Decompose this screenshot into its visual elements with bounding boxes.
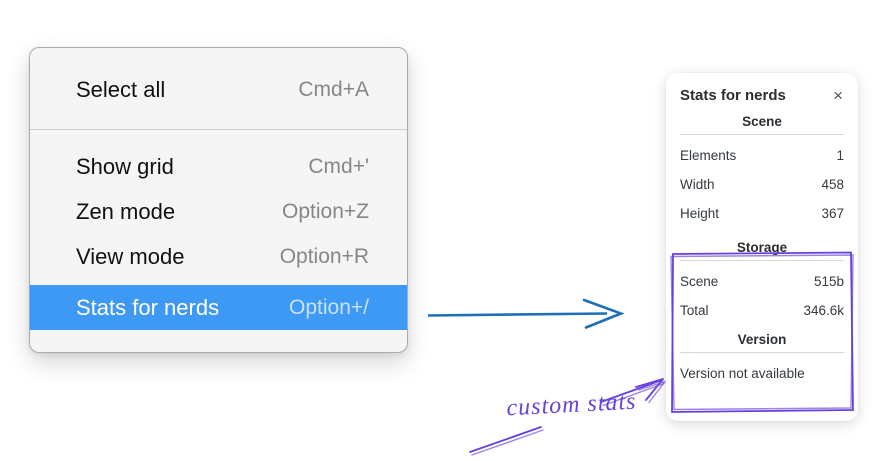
section-divider: [680, 260, 844, 261]
section-divider: [680, 134, 844, 135]
stat-row-total-storage: Total 346.6k: [679, 296, 845, 325]
stat-row-scene-storage: Scene 515b: [679, 267, 845, 296]
stat-row-height: Height 367: [679, 199, 845, 228]
custom-stats-label[interactable]: custom stats: [505, 388, 638, 422]
section-divider: [680, 352, 844, 353]
menu-item-stats-for-nerds[interactable]: Stats for nerds Option+/: [30, 285, 407, 330]
stat-value: 367: [821, 206, 844, 221]
section-header-storage: Storage: [736, 240, 788, 255]
stat-label: Height: [680, 206, 720, 221]
context-menu: Select all Cmd+A Show grid Cmd+' Zen mod…: [29, 47, 408, 353]
stat-value: 1: [836, 148, 844, 163]
menu-item-shortcut: Option+R: [279, 244, 369, 268]
menu-item-label: Select all: [76, 76, 166, 102]
stats-panel-header: Stats for nerds ×: [680, 87, 844, 104]
menu-group-main: Show grid Cmd+' Zen mode Option+Z View m…: [30, 130, 407, 330]
version-note: Version not available: [680, 366, 805, 381]
menu-item-select-all[interactable]: Select all Cmd+A: [30, 67, 407, 112]
blue-arrow[interactable]: [427, 298, 625, 329]
section-header-version: Version: [737, 332, 787, 347]
stat-value: 515b: [813, 274, 844, 289]
menu-item-label: Zen mode: [76, 198, 176, 224]
menu-item-label: Stats for nerds: [76, 294, 220, 320]
close-icon[interactable]: ×: [833, 86, 843, 105]
menu-item-shortcut: Option+/: [289, 295, 369, 319]
stats-panel-title: Stats for nerds: [680, 87, 786, 104]
stat-label: Elements: [680, 148, 737, 163]
menu-item-shortcut: Cmd+': [308, 154, 369, 178]
stat-row-width: Width 458: [679, 170, 845, 199]
menu-item-view-mode[interactable]: View mode Option+R: [30, 234, 407, 279]
stat-value: 346.6k: [803, 303, 844, 318]
menu-item-show-grid[interactable]: Show grid Cmd+': [30, 144, 407, 189]
stat-value: 458: [821, 177, 844, 192]
stat-label: Total: [680, 303, 709, 318]
stats-panel: Stats for nerds × Scene Elements 1 Width…: [666, 73, 858, 421]
stat-row-elements: Elements 1: [679, 141, 845, 170]
menu-item-shortcut: Option+Z: [282, 199, 369, 223]
menu-item-shortcut: Cmd+A: [298, 77, 369, 101]
menu-divider: [30, 129, 407, 130]
menu-item-zen-mode[interactable]: Zen mode Option+Z: [30, 189, 407, 234]
menu-item-label: View mode: [76, 243, 185, 269]
menu-item-label: Show grid: [76, 153, 174, 179]
stat-label: Scene: [680, 274, 719, 289]
stat-label: Width: [680, 177, 715, 192]
menu-group-top: Select all Cmd+A: [30, 48, 407, 129]
section-header-scene: Scene: [742, 114, 782, 129]
